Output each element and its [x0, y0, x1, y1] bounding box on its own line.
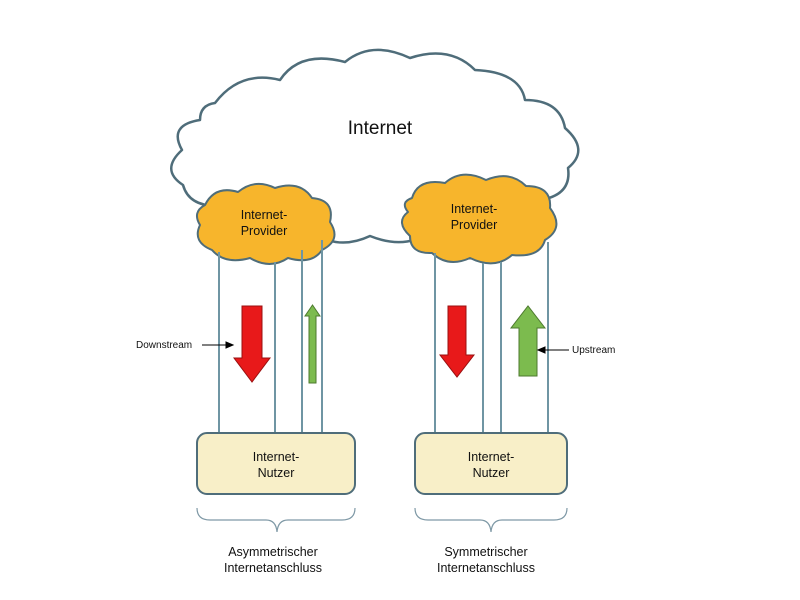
bracket-left [196, 507, 356, 533]
connection-label-right-line2: Internetanschluss [437, 561, 535, 575]
upstream-label: Upstream [572, 345, 616, 356]
user-label-left-line2: Nutzer [257, 466, 295, 480]
connection-lines-right [434, 242, 549, 433]
connection-label-right-line1: Symmetrischer [444, 545, 528, 559]
user-label-right-line2: Nutzer [472, 466, 510, 480]
upstream-arrow-left [304, 304, 321, 384]
user-box-left [196, 432, 356, 495]
downstream-label: Downstream [136, 340, 193, 351]
connection-label-right: Symmetrischer Internetanschluss [401, 544, 571, 576]
bracket-right [414, 507, 568, 533]
upstream-arrow-right [509, 305, 547, 377]
provider-cloud-right [401, 173, 558, 265]
connection-label-left-line1: Asymmetrischer [228, 545, 318, 559]
internet-label: Internet [347, 118, 413, 139]
provider-label-left: Internet- Provider [214, 207, 314, 239]
provider-label-right-line1: Internet- [450, 202, 498, 216]
provider-label-right-line2: Provider [450, 218, 498, 232]
provider-label-right: Internet- Provider [424, 201, 524, 233]
user-box-right [414, 432, 568, 495]
downstream-pointer [202, 341, 235, 349]
user-label-right: Internet- Nutzer [431, 449, 551, 481]
user-label-right-line1: Internet- [467, 450, 515, 464]
upstream-pointer [536, 346, 569, 354]
connection-label-left-line2: Internetanschluss [224, 561, 322, 575]
provider-label-left-line1: Internet- [240, 208, 288, 222]
connection-label-left: Asymmetrischer Internetanschluss [188, 544, 358, 576]
user-label-left-line1: Internet- [252, 450, 300, 464]
user-label-left: Internet- Nutzer [216, 449, 336, 481]
downstream-arrow-left [233, 305, 271, 383]
provider-label-left-line2: Provider [240, 224, 288, 238]
connection-lines-left [218, 240, 323, 433]
downstream-arrow-right [438, 305, 476, 378]
